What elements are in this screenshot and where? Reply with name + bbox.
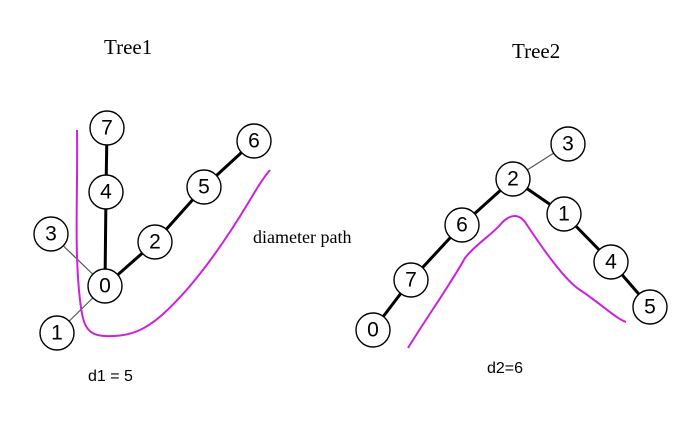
tree2-node-1-label: 1 <box>558 203 570 226</box>
tree2-node-4: 4 <box>593 244 629 280</box>
tree2-node-5: 5 <box>632 289 668 325</box>
tree1-diameter-label: d1 = 5 <box>88 368 133 385</box>
tree1-node-7-label: 7 <box>101 117 113 140</box>
tree2-node-5-label: 5 <box>644 296 656 319</box>
tree1-node-1-label: 1 <box>51 322 63 345</box>
tree1-title: Tree1 <box>104 35 153 59</box>
tree1-diameter-highlight <box>75 129 271 338</box>
tree1-node-1: 1 <box>39 315 75 351</box>
tree1-node-3-label: 3 <box>45 223 57 246</box>
tree1-node-0: 0 <box>87 268 123 304</box>
tree1-node-3: 3 <box>33 216 69 252</box>
tree2-node-3: 3 <box>550 126 586 162</box>
tree2-node-1: 1 <box>546 196 582 232</box>
tree2-node-0: 0 <box>355 312 391 348</box>
tree2-title: Tree2 <box>512 39 561 63</box>
tree2-node-6: 6 <box>444 207 480 243</box>
tree1-node-2: 2 <box>137 224 173 260</box>
tree1-node-7: 7 <box>89 110 125 146</box>
tree1-node-5-label: 5 <box>198 176 210 199</box>
tree2-diameter-highlight <box>407 215 627 349</box>
tree2-node-2-label: 2 <box>507 168 519 191</box>
tree1-node-4: 4 <box>88 174 124 210</box>
tree2-node-6-label: 6 <box>456 214 468 237</box>
diameter-path-annotation: diameter path <box>253 227 352 247</box>
tree2-node-7: 7 <box>393 262 429 298</box>
tree1-node-5: 5 <box>186 169 222 205</box>
tree1-node-6: 6 <box>236 123 272 159</box>
tree2-diameter-label: d2=6 <box>487 360 524 377</box>
tree1-node-0-label: 0 <box>99 275 111 298</box>
tree1-node-6-label: 6 <box>248 130 260 153</box>
tree2-node-2: 2 <box>495 161 531 197</box>
tree2-node-7-label: 7 <box>405 269 417 292</box>
tree1-node-2-label: 2 <box>149 231 161 254</box>
tree2-node-0-label: 0 <box>367 319 379 342</box>
tree1-node-4-label: 4 <box>100 181 112 204</box>
tree2-node-3-label: 3 <box>562 133 574 156</box>
tree2-node-4-label: 4 <box>605 251 617 274</box>
